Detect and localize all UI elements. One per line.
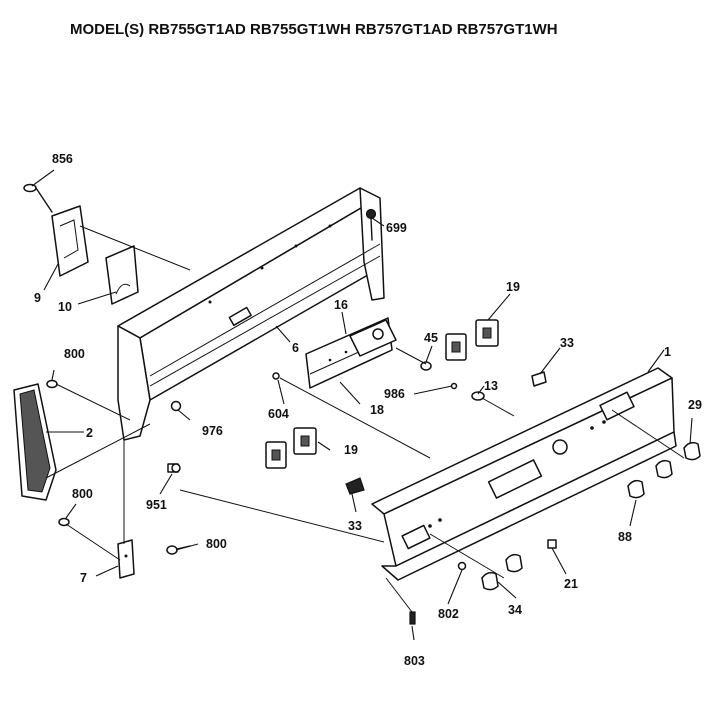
label-856: 856 bbox=[52, 152, 73, 166]
label-699: 699 bbox=[386, 221, 407, 235]
switch-19a bbox=[445, 319, 499, 361]
control-panel-1 bbox=[371, 367, 677, 581]
label-45: 45 bbox=[424, 331, 438, 345]
label-34: 34 bbox=[508, 603, 522, 617]
knob-34 bbox=[481, 553, 523, 591]
label-21: 21 bbox=[564, 577, 578, 591]
nut-976 bbox=[170, 400, 182, 412]
screw-803 bbox=[409, 611, 416, 625]
label-88: 88 bbox=[618, 530, 632, 544]
label-16: 16 bbox=[334, 298, 348, 312]
label-6: 6 bbox=[292, 341, 299, 355]
screw-986 bbox=[450, 382, 458, 390]
screw-802 bbox=[457, 561, 467, 571]
side-bracket-9 bbox=[51, 205, 89, 277]
label-7: 7 bbox=[80, 571, 87, 585]
washer-13 bbox=[471, 391, 485, 401]
knob-29 bbox=[655, 441, 701, 479]
cover-16 bbox=[349, 319, 397, 357]
bracket-7 bbox=[117, 539, 135, 579]
console-frame bbox=[117, 187, 385, 441]
label-803: 803 bbox=[404, 654, 425, 668]
label-986: 986 bbox=[384, 387, 405, 401]
clip-33b bbox=[345, 477, 365, 495]
label-9: 9 bbox=[34, 291, 41, 305]
screw-699 bbox=[365, 208, 377, 241]
label-19b: 19 bbox=[344, 443, 358, 457]
screw-800a bbox=[46, 379, 58, 389]
part-labels: 856 699 9 10 6 16 19 45 33 1 800 2 604 1… bbox=[34, 152, 702, 668]
label-13: 13 bbox=[484, 379, 498, 393]
label-2: 2 bbox=[86, 426, 93, 440]
label-1: 1 bbox=[664, 345, 671, 359]
switch-19b bbox=[265, 427, 317, 469]
label-951: 951 bbox=[146, 498, 167, 512]
screw-951 bbox=[167, 463, 181, 473]
side-bracket-10 bbox=[105, 245, 139, 305]
leader-lines bbox=[31, 169, 693, 641]
label-29: 29 bbox=[688, 398, 702, 412]
label-802: 802 bbox=[438, 607, 459, 621]
label-33b: 33 bbox=[348, 519, 362, 533]
screw-856 bbox=[23, 183, 53, 213]
end-cap-2 bbox=[13, 383, 57, 501]
knob-88 bbox=[627, 479, 645, 499]
label-800c: 800 bbox=[206, 537, 227, 551]
label-33a: 33 bbox=[560, 336, 574, 350]
label-10: 10 bbox=[58, 300, 72, 314]
label-604: 604 bbox=[268, 407, 289, 421]
assembly-lines bbox=[45, 225, 685, 613]
label-976: 976 bbox=[202, 424, 223, 438]
clip-33a bbox=[531, 371, 547, 387]
label-800b: 800 bbox=[72, 487, 93, 501]
clip-45 bbox=[420, 361, 432, 371]
label-18: 18 bbox=[370, 403, 384, 417]
screw-604 bbox=[272, 372, 280, 380]
label-19a: 19 bbox=[506, 280, 520, 294]
insert-21 bbox=[547, 539, 557, 549]
diagram-title: MODEL(S) RB755GT1AD RB755GT1WH RB757GT1A… bbox=[70, 21, 558, 38]
label-800a: 800 bbox=[64, 347, 85, 361]
